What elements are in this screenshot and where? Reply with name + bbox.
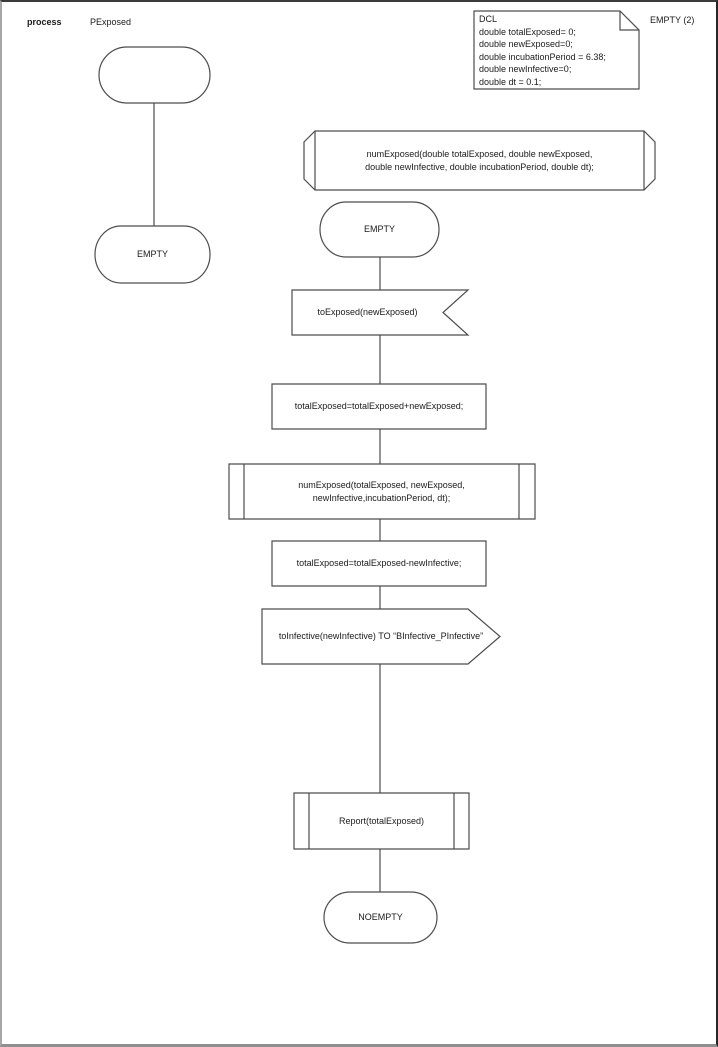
output-signal-symbol [262, 609, 500, 664]
dcl-line: double newExposed=0; [479, 39, 573, 49]
task-subtract-symbol [272, 541, 486, 586]
procedure-call-text: numExposed(totalExposed, newExposed, new… [244, 464, 519, 519]
report-call-label: Report(totalExposed) [338, 815, 425, 826]
dcl-line: double newInfective=0; [479, 64, 572, 74]
diagram-kind-label: process [27, 17, 62, 27]
left-next-state-label: EMPTY [136, 249, 168, 259]
process-name: PExposed [90, 17, 132, 27]
report-call-symbol [294, 793, 469, 849]
task-add-symbol [272, 384, 486, 429]
procedure-call-line: newInfective,incubationPeriod, dt); [312, 492, 451, 503]
procedure-call-symbol [229, 464, 535, 519]
next-state-symbol-noempty [324, 892, 437, 943]
state-symbol-empty [320, 202, 439, 257]
input-signal-label: toExposed(newExposed) [317, 307, 418, 317]
start-state-symbol [99, 47, 210, 103]
corner-instance-label: EMPTY (2) [650, 15, 695, 25]
dcl-line: double totalExposed= 0; [479, 26, 576, 37]
dcl-line: DCL [479, 14, 498, 24]
procedure-call-line: numExposed(totalExposed, newExposed, [298, 479, 465, 490]
task-subtract-label: totalExposed=totalExposed-newInfective; [296, 558, 462, 568]
dcl-note-fold [620, 11, 639, 30]
dcl-line: double dt = 0.1; [479, 76, 542, 87]
input-signal-symbol [292, 290, 468, 335]
state-label: EMPTY [363, 224, 395, 234]
dcl-note-text: DCL double totalExposed= 0; double newEx… [479, 13, 637, 89]
next-state-label: NOEMPTY [358, 912, 403, 922]
output-signal-label: toInfective(newInfective) TO “BInfective… [278, 631, 484, 641]
task-add-label: totalExposed=totalExposed+newExposed; [294, 401, 464, 411]
dcl-line: double incubationPeriod = 6.38; [479, 51, 606, 62]
procedure-declaration-line: numExposed(double totalExposed, double n… [366, 148, 593, 159]
left-next-state-symbol [95, 226, 210, 283]
dcl-note-symbol [474, 11, 639, 89]
procedure-declaration-text: numExposed(double totalExposed, double n… [304, 131, 655, 190]
procedure-declaration-line: double newInfective, double incubationPe… [365, 161, 594, 172]
